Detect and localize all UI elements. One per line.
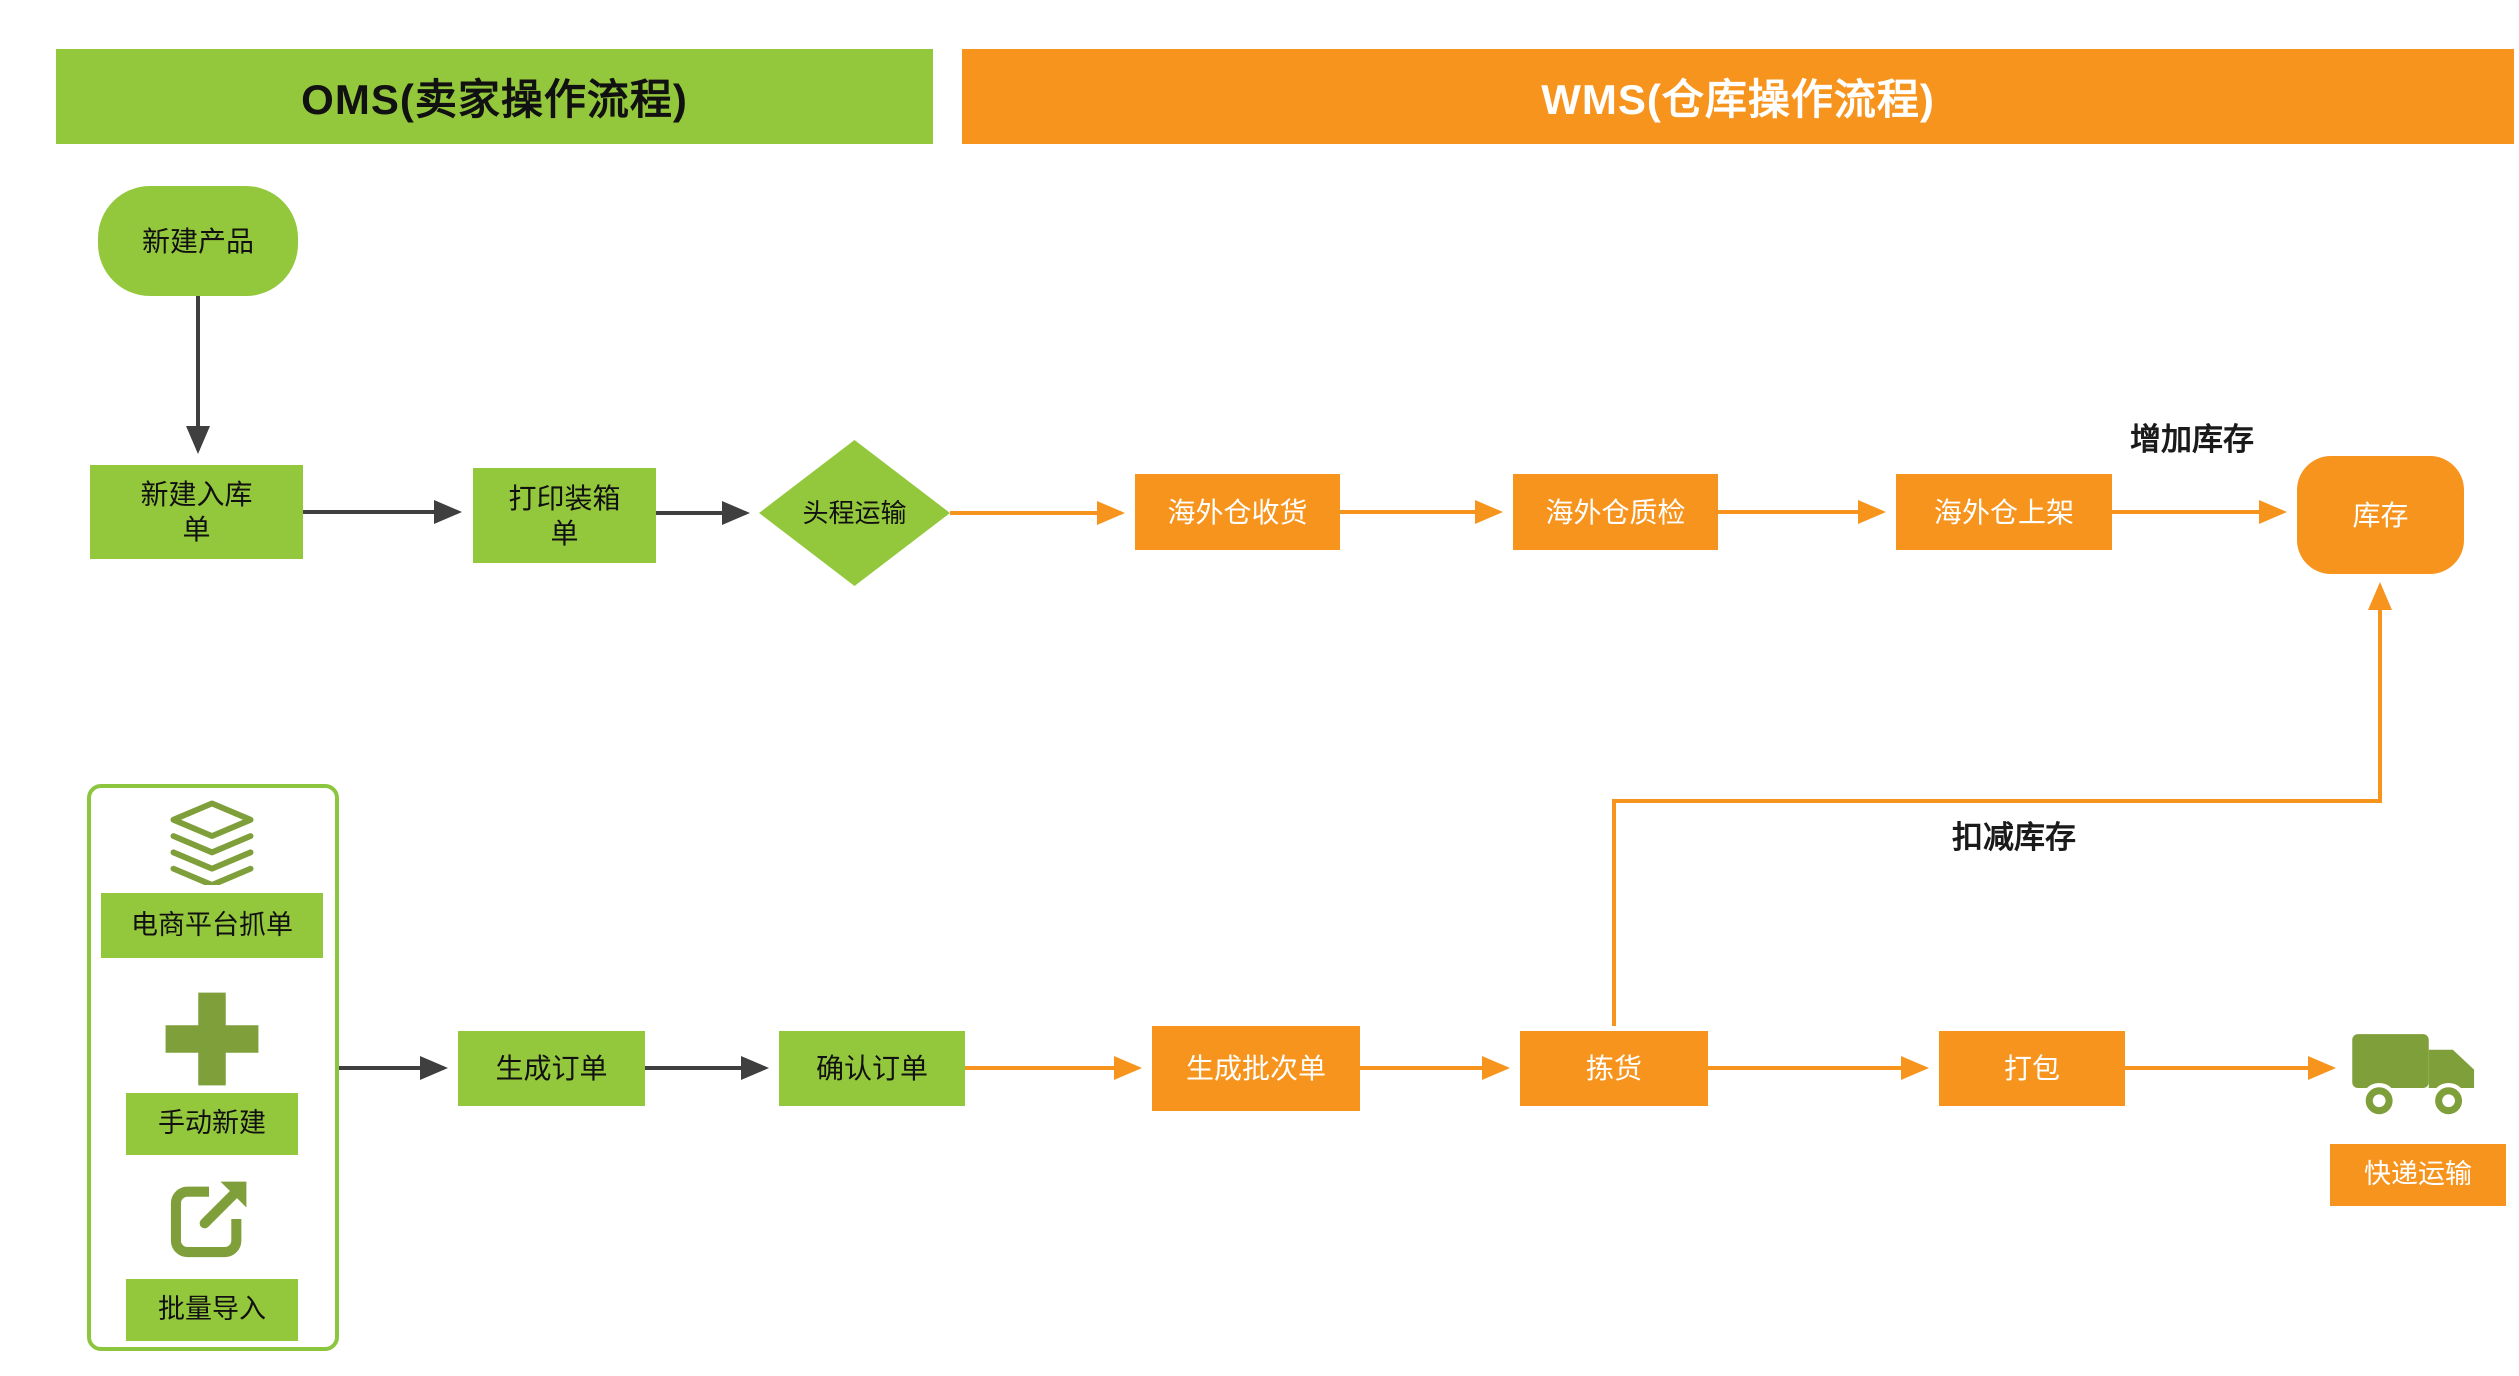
label-increase-inventory: 增加库存 xyxy=(2130,422,2254,457)
plus-icon xyxy=(152,983,272,1095)
node-batch-import: 批量导入 xyxy=(126,1279,298,1341)
node-confirm-order: 确认订单 xyxy=(779,1031,965,1106)
oms-header-band: OMS(卖家操作流程) xyxy=(56,49,933,144)
node-overseas-receiving: 海外仓收货 xyxy=(1135,474,1340,550)
node-first-leg-transport: 头程运输 xyxy=(759,440,950,586)
node-new-product: 新建产品 xyxy=(98,186,298,296)
node-overseas-putaway: 海外仓上架 xyxy=(1896,474,2112,550)
node-new-inbound-order-label: 新建入库单 xyxy=(140,479,253,545)
node-print-packing-list-label: 打印装箱单 xyxy=(508,482,621,549)
wms-header-band: WMS(仓库操作流程) xyxy=(962,49,2514,144)
truck-icon xyxy=(2346,1008,2486,1134)
node-generate-order: 生成订单 xyxy=(458,1031,645,1106)
node-print-packing-list: 打印装箱单 xyxy=(473,468,656,563)
export-icon xyxy=(159,1172,259,1266)
label-deduct-inventory: 扣减库存 xyxy=(1952,820,2076,855)
node-overseas-qc: 海外仓质检 xyxy=(1513,474,1718,550)
layers-icon xyxy=(162,798,262,886)
node-new-inbound-order: 新建入库单 xyxy=(90,465,303,559)
node-inventory: 库存 xyxy=(2297,456,2464,574)
node-platform-grab-order: 电商平台抓单 xyxy=(101,893,323,958)
node-manual-create: 手动新建 xyxy=(126,1093,298,1155)
node-express-transport: 快递运输 xyxy=(2330,1144,2506,1206)
node-packing: 打包 xyxy=(1939,1031,2125,1106)
node-picking: 拣货 xyxy=(1520,1031,1708,1106)
node-generate-batch: 生成批次单 xyxy=(1152,1026,1360,1111)
